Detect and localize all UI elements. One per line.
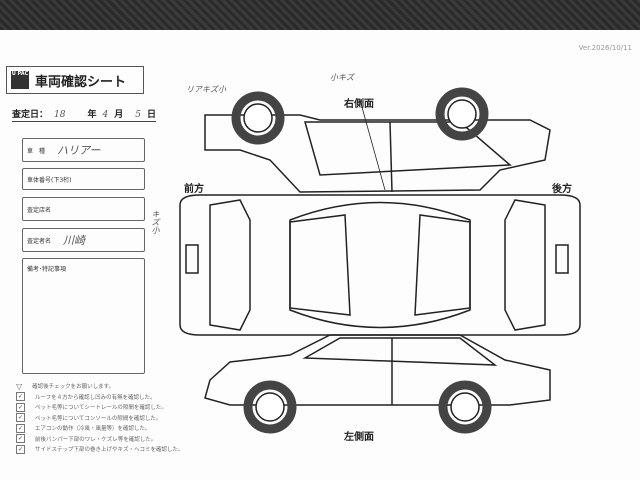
field-label: 車 種 xyxy=(27,147,46,155)
field-value: ハリアー xyxy=(57,144,101,157)
field-value: 川崎 xyxy=(63,234,86,247)
title-box: U PAC 車両確認シート xyxy=(6,66,144,94)
handwritten-note-front: キズ小 xyxy=(151,210,160,234)
checkbox-checked-icon[interactable]: ✓ xyxy=(16,444,25,454)
field-label: 備考･特記事項 xyxy=(27,266,67,273)
field-label: 車体番号(下3桁) xyxy=(27,176,72,184)
note-pointer xyxy=(359,99,386,191)
field-remarks[interactable]: 備考･特記事項 xyxy=(22,258,145,374)
version-label: Ver.2026/10/11 xyxy=(578,44,632,52)
field-store-name[interactable]: 査定店名 xyxy=(22,197,145,221)
date-label: 査定日： xyxy=(12,110,49,120)
field-car-model[interactable]: 車 種 ハリアー xyxy=(22,138,145,162)
car-right-side-diagram[interactable] xyxy=(204,87,551,193)
year-unit: 年 xyxy=(87,110,97,120)
checklist-item[interactable]: ✓ 前後バンパー下部のワレ・ケズレ等を確認した。 xyxy=(16,434,184,445)
car-left-side-diagram[interactable] xyxy=(204,334,551,434)
label-right-side: 右側面 xyxy=(344,99,374,110)
inspection-date: 査定日： 18 年 4 月 5 日 xyxy=(12,107,156,122)
checklist-item-text: ルーフを４方から確認し凹みの有無を確認した。 xyxy=(35,394,156,401)
carbon-background xyxy=(0,0,640,30)
checklist-item-text: 前後バンパー下部のワレ・ケズレ等を確認した。 xyxy=(35,436,157,443)
checklist-item-text: エアコンの動作（冷風・風量等）を確認した。 xyxy=(35,426,151,433)
checklist-item-text: ペット毛等についてシートレールの隙間を確認した。 xyxy=(35,405,167,412)
checkbox-checked-icon[interactable]: ✓ xyxy=(16,423,25,433)
month-unit: 月 xyxy=(114,110,124,120)
sheet-title: 車両確認シート xyxy=(35,74,127,90)
checklist: ▽ 確認後チェックをお願いします。 ✓ ルーフを４方から確認し凹みの有無を確認した。… xyxy=(16,381,184,455)
car-top-diagram[interactable] xyxy=(179,194,581,336)
field-label: 査定者名 xyxy=(27,237,52,245)
checkbox-checked-icon[interactable]: ✓ xyxy=(16,413,25,423)
checkbox-checked-icon[interactable]: ✓ xyxy=(16,392,25,402)
checklist-item[interactable]: ✓ サイドステップ下部の巻き上げやキズ・ヘコミを確認した。 xyxy=(16,444,184,455)
upac-logo: U PAC xyxy=(11,71,29,89)
checklist-item-text: サイドステップ下部の巻き上げやキズ・ヘコミを確認した。 xyxy=(35,447,184,454)
handwritten-note-door: 小キズ xyxy=(330,73,354,82)
checkbox-checked-icon[interactable]: ✓ xyxy=(16,434,25,444)
date-year: 18 xyxy=(54,110,66,120)
checklist-intro: 確認後チェックをお願いします。 xyxy=(32,384,115,391)
checkbox-checked-icon[interactable]: ✓ xyxy=(16,402,25,412)
label-rear: 後方 xyxy=(552,184,572,195)
day-unit: 日 xyxy=(146,110,156,120)
checklist-item[interactable]: ✓ ペット毛等についてコンソールの隙間を確認した。 xyxy=(16,413,184,424)
field-chassis-number[interactable]: 車体番号(下3桁) xyxy=(22,168,145,190)
handwritten-note-rear: リアキズ小 xyxy=(186,85,226,94)
checklist-item[interactable]: ✓ ルーフを４方から確認し凹みの有無を確認した。 xyxy=(16,392,184,403)
field-label: 査定店名 xyxy=(27,206,52,214)
field-assessor-name[interactable]: 査定者名 川崎 xyxy=(22,228,145,252)
label-front: 前方 xyxy=(184,184,204,195)
label-left-side: 左側面 xyxy=(344,432,374,443)
checklist-item[interactable]: ✓ エアコンの動作（冷風・風量等）を確認した。 xyxy=(16,423,184,434)
checklist-item[interactable]: ✓ ペット毛等についてシートレールの隙間を確認した。 xyxy=(16,402,184,413)
date-month: 4 xyxy=(102,110,109,120)
date-day: 5 xyxy=(135,110,141,120)
checklist-item-text: ペット毛等についてコンソールの隙間を確認した。 xyxy=(35,415,162,422)
triangle-icon: ▽ xyxy=(16,381,23,391)
